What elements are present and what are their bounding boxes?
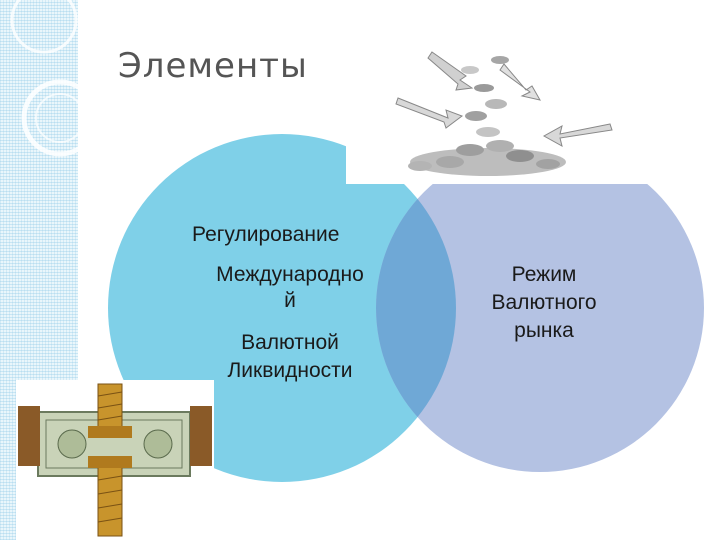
left-circle-label-line4: Валютной: [190, 330, 390, 356]
left-circle-label-line3: й: [190, 288, 390, 314]
money-press-icon: [16, 380, 214, 540]
left-circle-label-line1: Регулирование: [192, 222, 392, 248]
left-circle-label-line5: Ликвидности: [190, 358, 390, 384]
right-circle-label-line3: рынка: [444, 318, 644, 344]
right-circle-label-line2: Валютного: [444, 290, 644, 316]
right-circle-label-line1: Режим: [444, 262, 644, 288]
left-circle-label-line2: Международно: [190, 262, 390, 288]
